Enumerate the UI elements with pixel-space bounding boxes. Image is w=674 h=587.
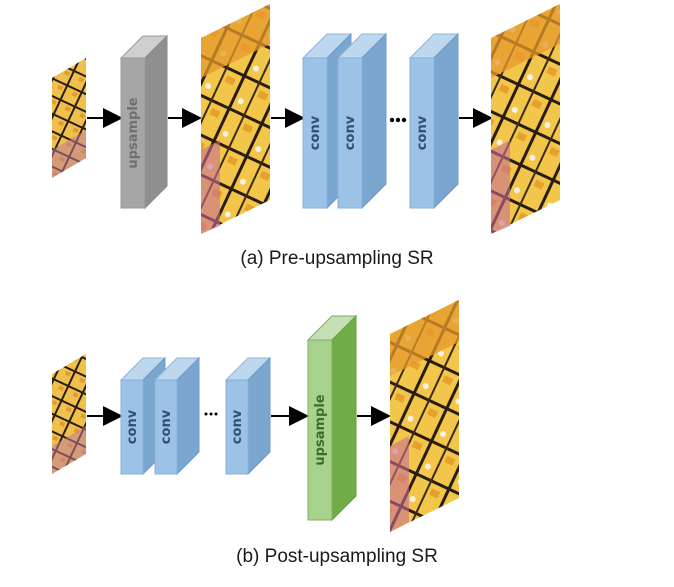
upsample-label-b: upsample <box>313 394 328 465</box>
caption-pre-upsampling: (a) Pre-upsampling SR <box>240 248 434 269</box>
conv-label-a1: conv <box>308 115 323 150</box>
conv-block-a2: conv <box>336 32 388 210</box>
caption-post-upsampling: (b) Post-upsampling SR <box>236 546 438 567</box>
conv-label-a3: conv <box>415 115 430 150</box>
conv-label-b3: conv <box>230 409 245 444</box>
conv-label-b2: conv <box>159 409 174 444</box>
conv-block-a3: conv <box>408 32 460 210</box>
conv-label-a2: conv <box>343 115 358 150</box>
upsample-label-a: upsample <box>126 97 141 168</box>
ellipsis-a <box>389 117 407 123</box>
lr-input-image-b <box>52 354 86 474</box>
upsample-block-a: upsample <box>119 34 169 210</box>
sr-output-image-a <box>491 4 560 234</box>
upsample-block-b: upsample <box>306 314 358 522</box>
upsampled-image-a <box>201 4 270 234</box>
ellipsis-b <box>204 412 218 416</box>
conv-block-b3: conv <box>224 356 272 476</box>
conv-label-b1: conv <box>125 409 140 444</box>
lr-input-image-a <box>52 58 86 178</box>
conv-block-b2: conv <box>153 356 201 476</box>
sr-output-image-b <box>390 300 459 532</box>
